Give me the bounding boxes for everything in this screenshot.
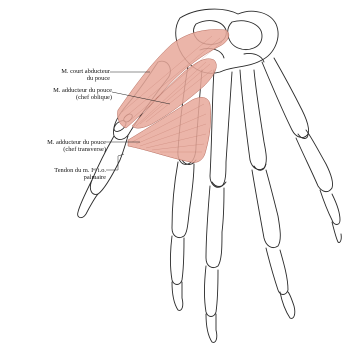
middle-finger-bones [210,70,232,187]
label-adducteur-oblique: M. adducteur du pouce (chef oblique) [8,87,112,101]
muscles [117,30,228,163]
label-tendon-io: Tendon du m. Iᵉʳ i.o. palmaire [6,167,106,181]
label-court-abducteur-line1: M. court abducteur [20,68,110,75]
little-finger-bones [262,58,309,137]
label-adducteur-oblique-line1: M. adducteur du pouce [8,87,112,94]
label-court-abducteur: M. court abducteur du pouce [20,68,110,82]
label-adducteur-transverse-line2: (chef transverse) [6,146,106,153]
label-tendon-io-line2: palmaire [6,174,106,181]
ring-finger-bones [240,70,266,170]
label-tendon-io-line1: Tendon du m. Iᵉʳ i.o. [6,167,106,174]
label-adducteur-transverse: M. adducteur du pouce (chef transverse) [6,139,106,153]
label-adducteur-transverse-line1: M. adducteur du pouce [6,139,106,146]
label-court-abducteur-line2: du pouce [20,75,110,82]
label-adducteur-oblique-line2: (chef oblique) [8,94,112,101]
